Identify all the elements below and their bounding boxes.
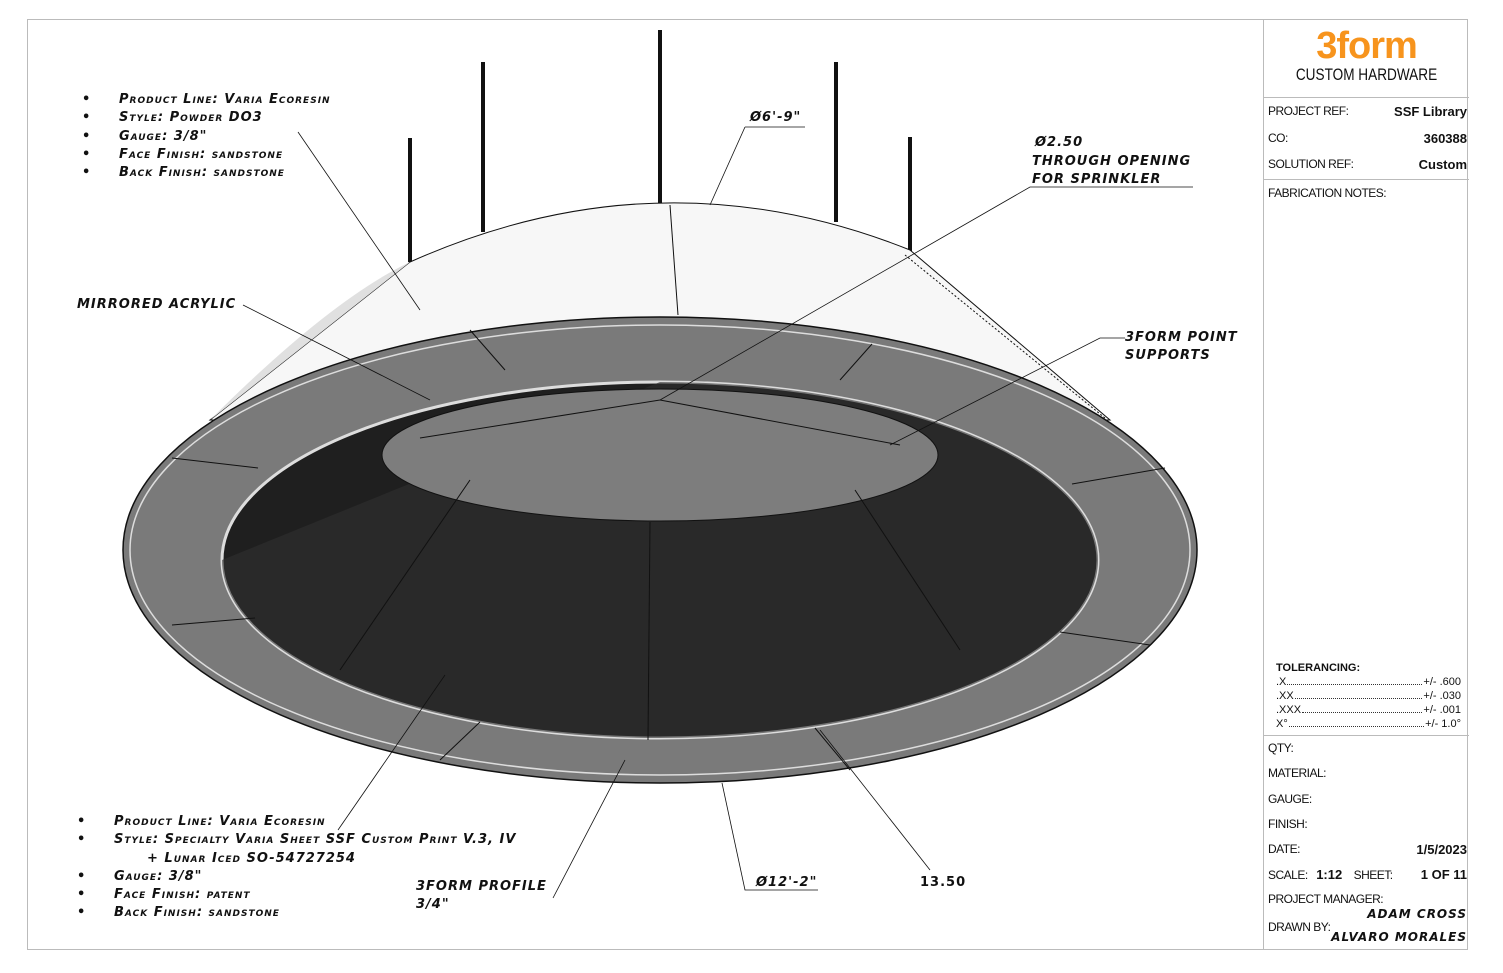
tol-value: +/- .030 [1423, 690, 1461, 702]
profile-callout-2: 3/4" [416, 897, 450, 912]
top-material-notes: Product Line: Varia Ecoresin Style: Powd… [82, 91, 331, 182]
tol-key: .XX [1276, 690, 1294, 702]
drawn-by-value: ALVARO MORALES [1331, 930, 1467, 944]
sheet-label: SHEET: [1353, 868, 1394, 882]
project-ref-value: SSF Library [1394, 104, 1467, 119]
tolerancing-label: TOLERANCING: [1276, 662, 1361, 674]
drawing-frame [27, 19, 1468, 950]
project-manager-value: ADAM CROSS [1367, 907, 1467, 921]
project-manager-label: PROJECT MANAGER: [1268, 892, 1384, 906]
tol-value: +/- .001 [1423, 704, 1461, 716]
supports-callout-1: 3FORM POINT [1125, 330, 1238, 345]
gauge-label: GAUGE: [1268, 792, 1312, 806]
project-ref-label: PROJECT REF: [1268, 104, 1349, 118]
suspension-rods [408, 30, 912, 262]
material-label: MATERIAL: [1268, 766, 1326, 780]
qty-label: QTY: [1268, 741, 1294, 755]
date-value: 1/5/2023 [1416, 842, 1467, 857]
tolerancing-table: TOLERANCING: .X +/- .600 .XX +/- .030 .XXX… [1276, 661, 1461, 731]
bottom-diameter-callout: Ø12'-2" [756, 875, 818, 890]
tol-key: X° [1276, 718, 1288, 730]
drawn-by-label: DRAWN BY: [1268, 920, 1331, 934]
note-item: Face Finish: patent [77, 886, 516, 904]
note-item: + Lunar Iced SO-54727254 [147, 850, 356, 866]
bottom-material-notes: Product Line: Varia Ecoresin Style: Spec… [77, 813, 516, 923]
profile-callout-1: 3FORM PROFILE [416, 879, 547, 894]
note-item: Back Finish: sandstone [82, 164, 331, 182]
title-block: 3form CUSTOM HARDWARE PROJECT REF: SSF Li… [1263, 19, 1469, 950]
logo-subtitle: CUSTOM HARDWARE [1295, 65, 1438, 84]
scale-label: SCALE: [1268, 868, 1308, 882]
solution-ref-value: Custom [1418, 157, 1467, 172]
date-label: DATE: [1268, 842, 1300, 856]
note-item: Gauge: 3/8" [82, 128, 331, 146]
dimension-callout: 13.50 [920, 875, 967, 890]
solution-ref-label: SOLUTION REF: [1268, 157, 1354, 171]
tol-key: .X [1276, 676, 1287, 688]
mirrored-acrylic-disc [381, 388, 939, 522]
mirrored-acrylic-callout: MIRRORED ACRYLIC [77, 297, 237, 312]
top-diameter-callout: Ø6'-9" [750, 110, 802, 125]
note-item: Back Finish: sandstone [77, 904, 516, 922]
co-label: CO: [1268, 131, 1288, 145]
sheet-value: 1 OF 11 [1420, 867, 1467, 882]
tol-value: +/- 1.0° [1425, 718, 1461, 730]
fabrication-notes-label: FABRICATION NOTES: [1268, 186, 1387, 200]
tol-value: +/- .600 [1423, 676, 1461, 688]
note-item: Style: Specialty Varia Sheet SSF Custom … [77, 831, 516, 849]
note-item: Style: Powder DO3 [82, 109, 331, 127]
scale-value: 1:12 [1316, 867, 1343, 882]
seams [171, 329, 1166, 771]
logo: 3form [1316, 25, 1418, 67]
sprinkler-callout-2: THROUGH OPENING [1032, 154, 1192, 169]
finish-label: FINISH: [1268, 817, 1308, 831]
sprinkler-callout-3: FOR SPRINKLER [1032, 172, 1162, 187]
supports-callout-2: SUPPORTS [1125, 348, 1211, 363]
note-item: Gauge: 3/8" [77, 868, 516, 886]
note-item: Product Line: Varia Ecoresin [77, 813, 516, 831]
note-item: Product Line: Varia Ecoresin [82, 91, 331, 109]
co-value: 360388 [1423, 131, 1467, 146]
leaders [242, 126, 1193, 899]
note-item: Face Finish: sandstone [82, 146, 331, 164]
tol-key: .XXX [1276, 704, 1302, 716]
sprinkler-callout-1: Ø2.50 [1035, 135, 1084, 150]
